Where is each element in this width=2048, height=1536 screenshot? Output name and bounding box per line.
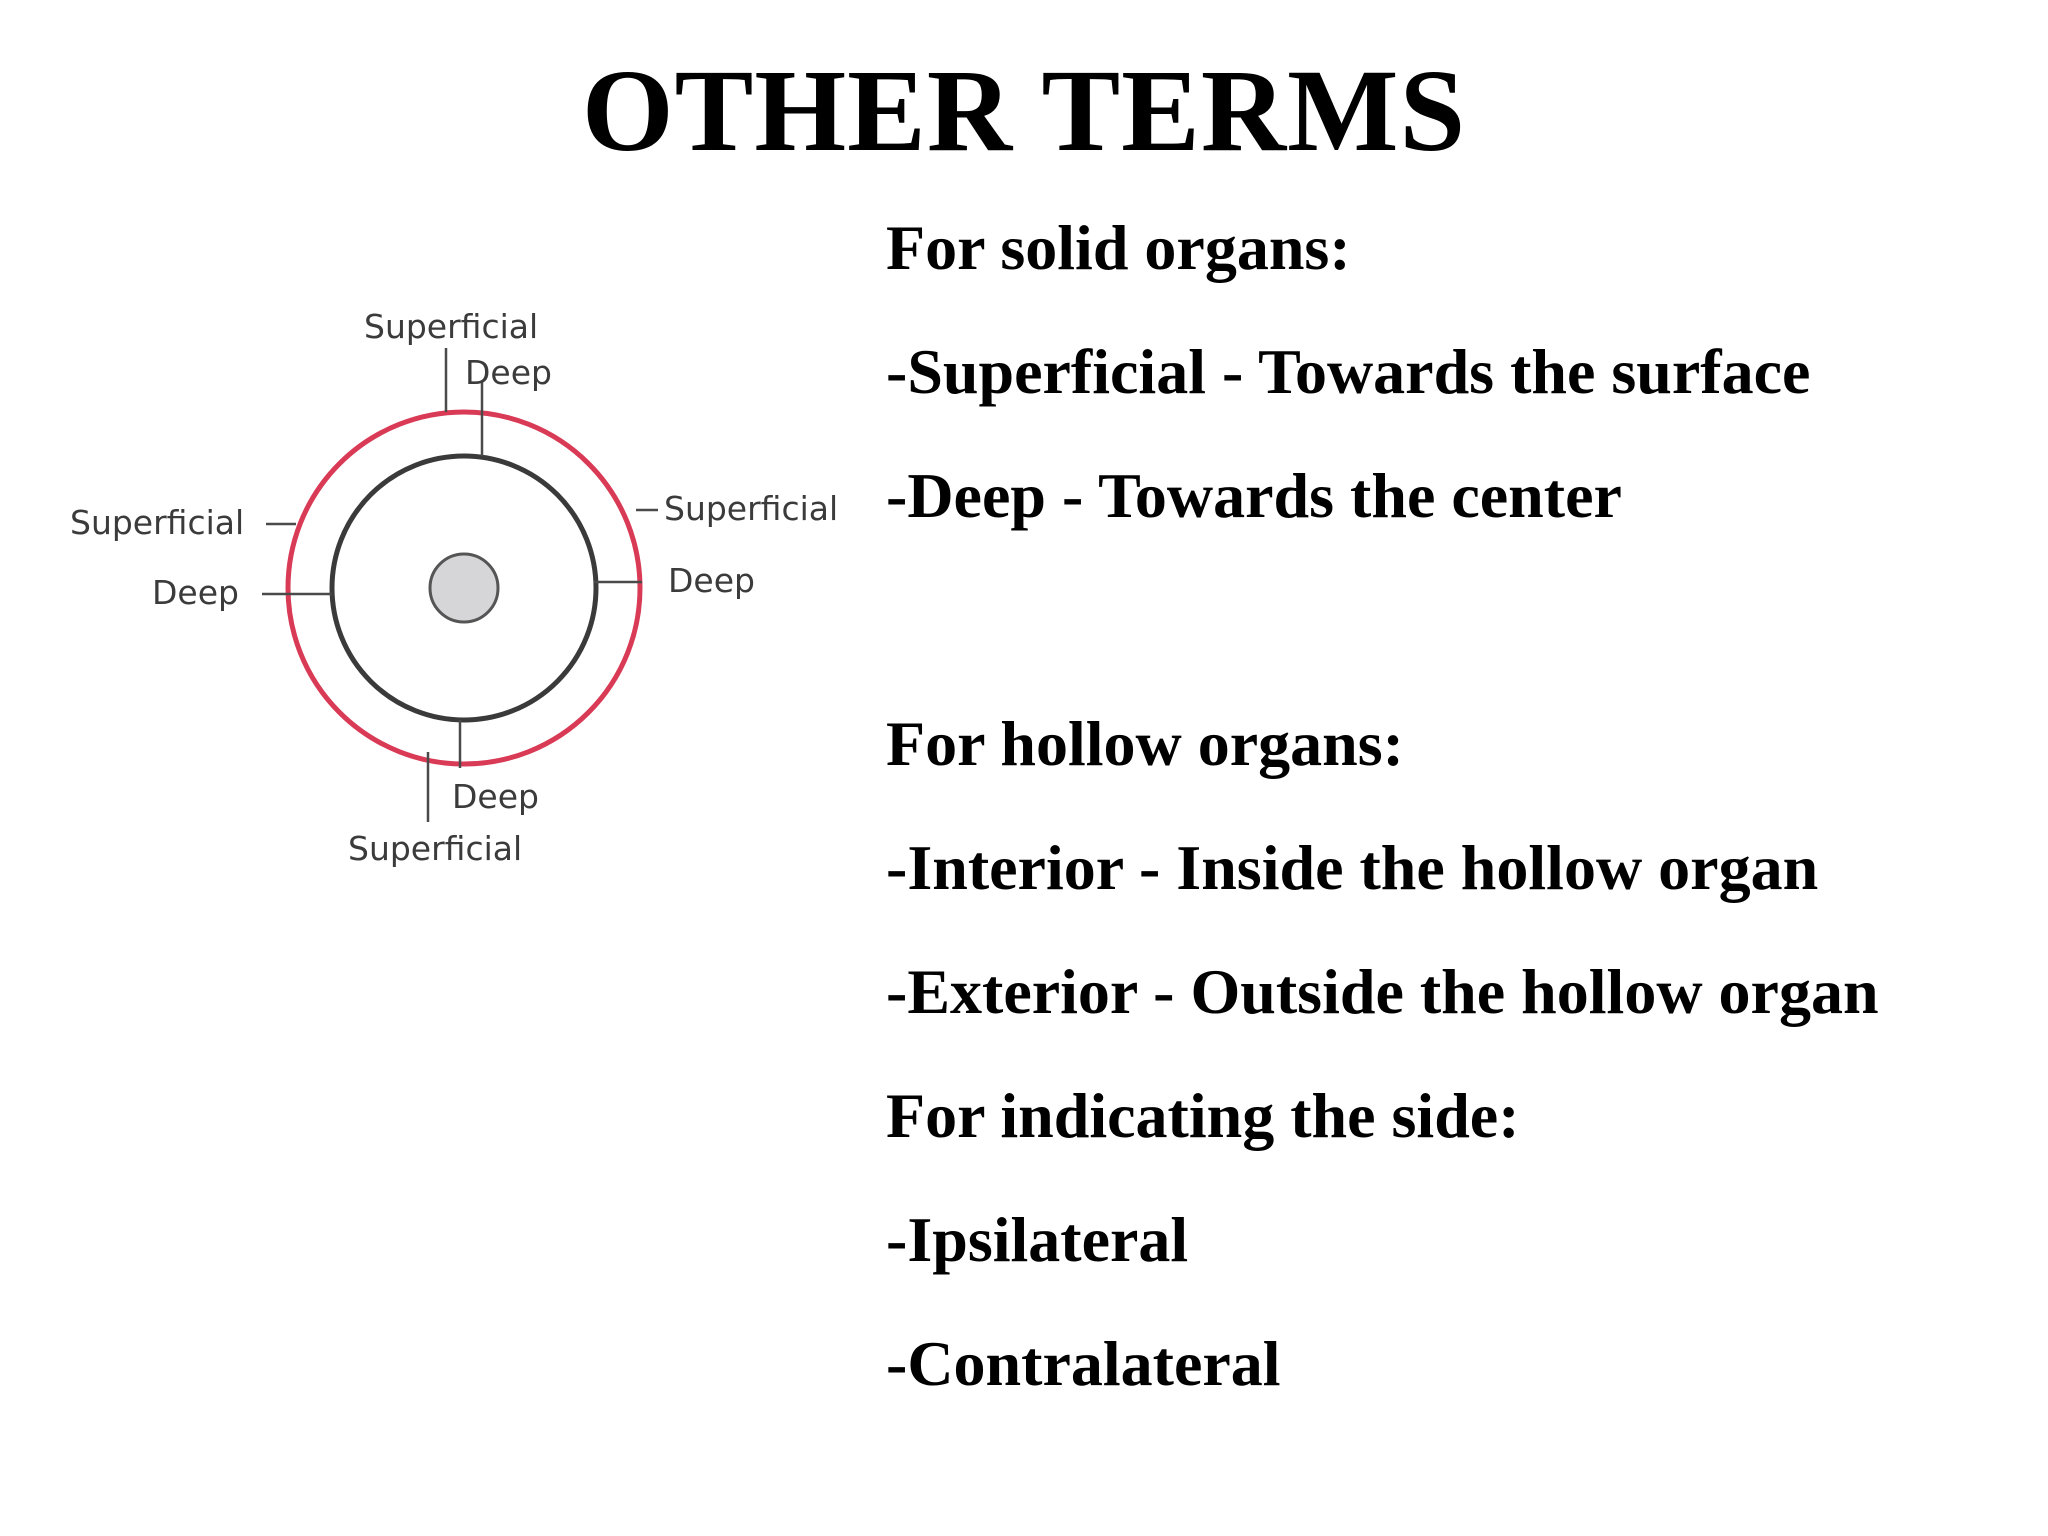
leader-lines	[262, 348, 658, 822]
label-right-superficial: Superficial	[664, 489, 838, 528]
inner-circle	[329, 453, 599, 723]
label-left-deep: Deep	[152, 573, 239, 612]
exterior-definition: -Exterior - Outside the hollow organ	[886, 956, 1879, 1027]
contralateral-term: -Contralateral	[886, 1328, 1281, 1399]
label-bottom-deep: Deep	[452, 777, 539, 816]
superficial-definition: -Superficial - Towards the surface	[886, 336, 1811, 407]
hollow-organs-heading: For hollow organs:	[886, 708, 1404, 779]
label-top-superficial: Superficial	[364, 307, 538, 346]
slide-title: OTHER TERMS	[581, 45, 1467, 176]
label-top-deep: Deep	[465, 353, 552, 392]
label-bottom-superficial: Superficial	[348, 829, 522, 868]
solid-organs-heading: For solid organs:	[886, 212, 1351, 283]
terms-text: For solid organs: -Superficial - Towards…	[886, 0, 2026, 1536]
superficial-deep-diagram: Superficial Deep Superficial Deep Superf…	[70, 270, 850, 870]
core-circle	[428, 552, 500, 624]
interior-definition: -Interior - Inside the hollow organ	[886, 832, 1819, 903]
outer-circle	[285, 409, 643, 767]
ipsilateral-term: -Ipsilateral	[886, 1204, 1189, 1275]
side-heading: For indicating the side:	[886, 1080, 1520, 1151]
label-right-deep: Deep	[668, 561, 755, 600]
label-left-superficial: Superficial	[70, 503, 244, 542]
deep-definition: -Deep - Towards the center	[886, 460, 1622, 531]
